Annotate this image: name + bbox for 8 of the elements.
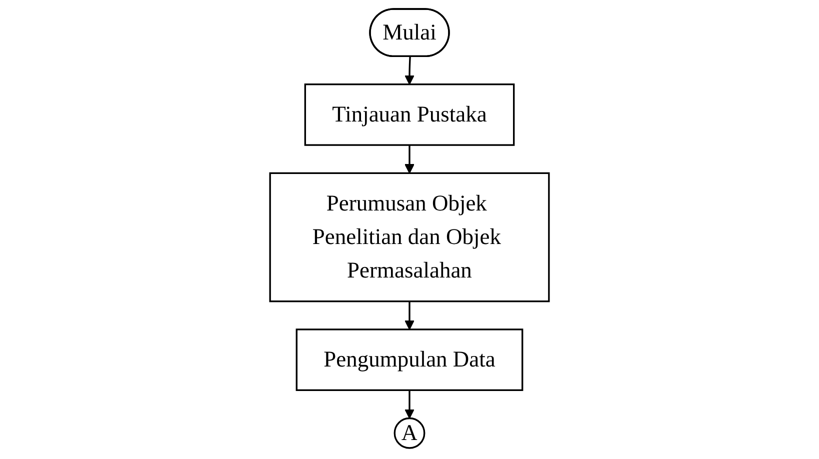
node-box: Pengumpulan Data	[296, 328, 524, 391]
node-box: Tinjauan Pustaka	[304, 83, 515, 146]
arrow	[404, 56, 414, 85]
arrow	[404, 390, 414, 419]
node-box: Perumusan Objek Penelitian dan Objek Permasalahan	[269, 172, 550, 302]
arrow	[404, 145, 414, 174]
node-circle: A	[394, 417, 426, 449]
arrow	[404, 301, 414, 330]
